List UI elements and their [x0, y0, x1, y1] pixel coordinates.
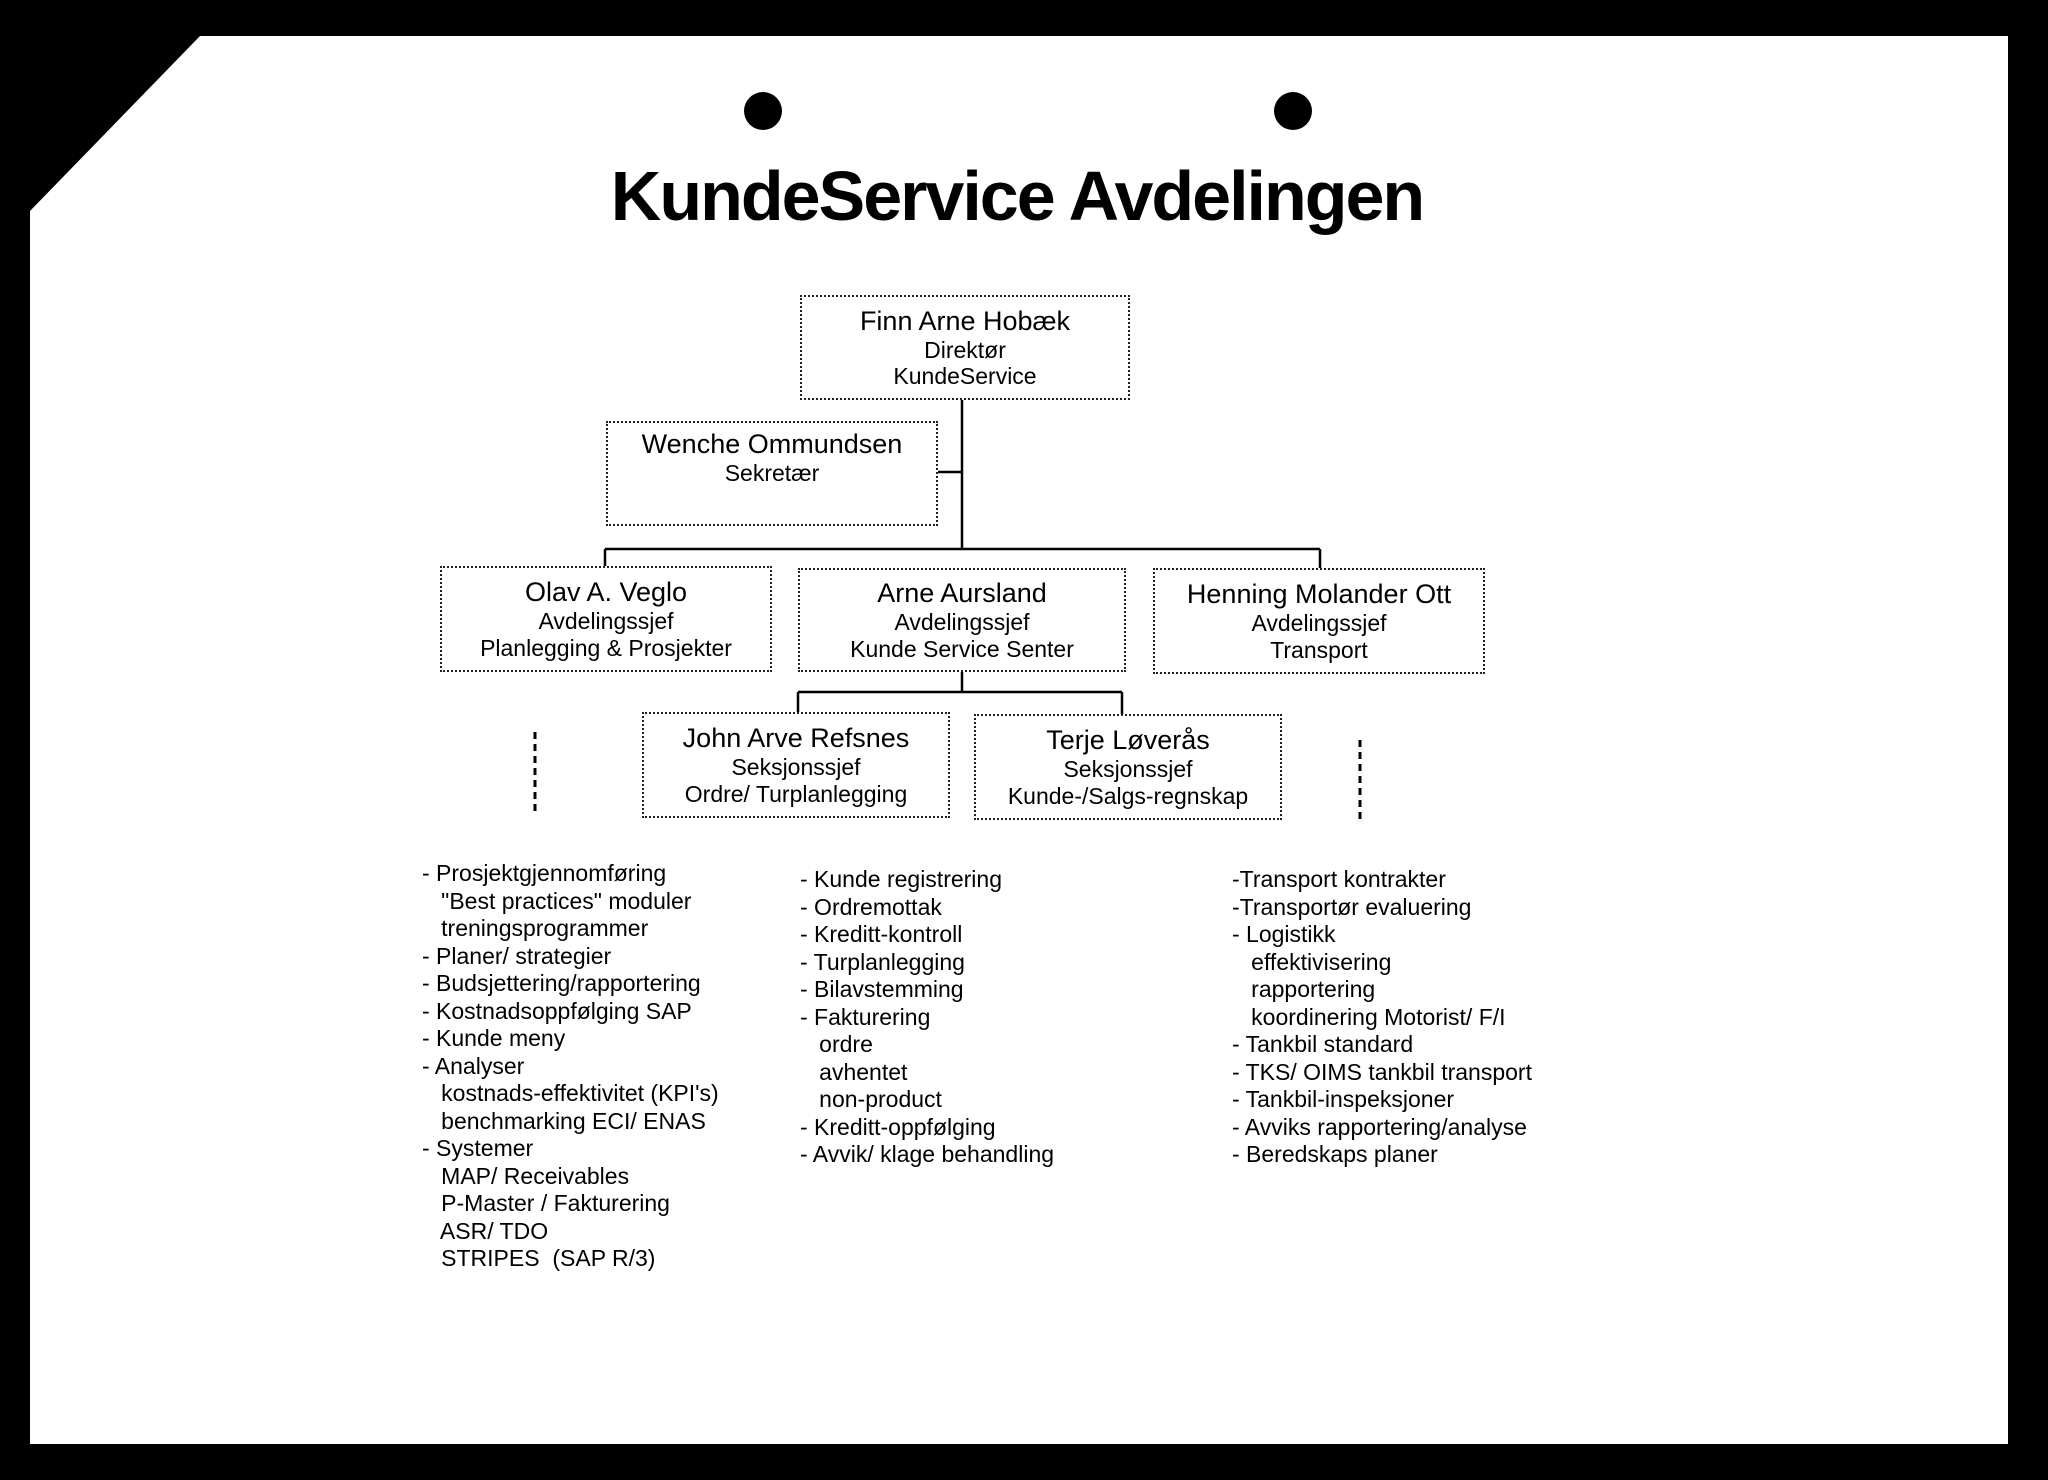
task-item: - Beredskaps planer — [1232, 1141, 1438, 1167]
head-dept: Planlegging & Prosjekter — [480, 634, 732, 661]
task-item: - Kunde registrering — [800, 866, 1002, 892]
document-page: KundeService Avdelingen Finn Arne Hobæk … — [30, 36, 2008, 1444]
task-item: - Budsjettering/rapportering — [422, 970, 701, 996]
task-item: - Kreditt-oppfølging — [800, 1113, 996, 1140]
task-item: - Kunde meny — [422, 1025, 566, 1051]
section-role: Seksjonssjef — [731, 754, 861, 781]
task-item: koordinering Motorist/ F/I — [1232, 1003, 1506, 1030]
task-item: - Prosjektgjennomføring — [422, 860, 667, 886]
director-box: Finn Arne Hobæk Direktør KundeService — [800, 295, 1130, 400]
task-item: - Kreditt-kontroll — [800, 921, 963, 947]
section-role: Seksjonssjef — [1063, 756, 1193, 783]
task-list-customer-service: - Kunde registrering- Ordremottak- Kredi… — [800, 866, 1054, 1169]
head-role: Avdelingssjef — [894, 609, 1030, 636]
task-item: STRIPES (SAP R/3) — [422, 1245, 656, 1271]
task-item: kostnads-effektivitet (KPI's) — [422, 1080, 719, 1106]
secretary-box: Wenche Ommundsen Sekretær — [606, 421, 938, 526]
task-item: - Logistikk — [1232, 921, 1336, 947]
task-item: - TKS/ OIMS tankbil transport — [1232, 1058, 1532, 1085]
task-item: - Bilavstemming — [800, 976, 964, 1002]
head-box-transport: Henning Molander Ott Avdelingssjef Trans… — [1153, 568, 1485, 674]
task-item: non-product — [800, 1086, 942, 1112]
secretary-name: Wenche Ommundsen — [641, 429, 903, 459]
task-item: - Ordremottak — [800, 893, 942, 920]
director-dept: KundeService — [893, 363, 1037, 390]
head-name: Henning Molander Ott — [1186, 579, 1452, 610]
task-item: - Planer/ strategier — [422, 942, 612, 969]
org-connector-lines — [533, 400, 1362, 822]
task-item: - Avviks rapportering/analyse — [1232, 1113, 1527, 1140]
head-name: Arne Aursland — [877, 578, 1047, 609]
head-role: Avdelingssjef — [538, 608, 674, 635]
task-item: - Tankbil-inspeksjoner — [1232, 1086, 1455, 1112]
page-title: KundeService Avdelingen — [610, 157, 1425, 235]
task-item: ASR/ TDO — [422, 1217, 549, 1244]
section-box-orders: John Arve Refsnes Seksjonssjef Ordre/ Tu… — [642, 712, 950, 818]
task-item: ordre — [800, 1031, 873, 1057]
head-dept: Kunde Service Senter — [850, 635, 1074, 662]
task-item: - Avvik/ klage behandling — [800, 1141, 1055, 1167]
director-name: Finn Arne Hobæk — [859, 305, 1071, 336]
task-item: -Transport kontrakter — [1232, 866, 1446, 892]
section-name: Terje Løverås — [1046, 725, 1210, 756]
task-item: avhentet — [800, 1058, 908, 1085]
section-box-accounts: Terje Løverås Seksjonssjef Kunde-/Salgs-… — [974, 714, 1282, 820]
task-item: - Fakturering — [800, 1003, 931, 1030]
head-name: Olav A. Veglo — [524, 577, 688, 608]
task-item: P-Master / Fakturering — [422, 1190, 670, 1216]
section-dept: Kunde-/Salgs-regnskap — [1007, 782, 1249, 809]
task-item: -Transportør evaluering — [1232, 893, 1472, 920]
task-item: - Analyser — [422, 1052, 525, 1079]
head-box-planning: Olav A. Veglo Avdelingssjef Planlegging … — [440, 566, 772, 672]
task-item: "Best practices" moduler — [422, 887, 692, 914]
task-item: MAP/ Receivables — [422, 1162, 630, 1189]
head-role: Avdelingssjef — [1251, 610, 1387, 637]
task-item: treningsprogrammer — [422, 915, 649, 941]
task-item: - Turplanlegging — [800, 948, 965, 975]
task-item: rapportering — [1232, 976, 1376, 1002]
task-list-transport: -Transport kontrakter-Transportør evalue… — [1232, 866, 1532, 1169]
secretary-role: Sekretær — [724, 460, 820, 487]
task-list-planning: - Prosjektgjennomføring "Best practices"… — [422, 860, 719, 1273]
section-name: John Arve Refsnes — [682, 723, 910, 754]
punch-hole-right — [1274, 92, 1312, 130]
director-role: Direktør — [924, 336, 1006, 363]
head-box-customer-service: Arne Aursland Avdelingssjef Kunde Servic… — [798, 568, 1126, 672]
task-item: - Tankbil standard — [1232, 1031, 1414, 1057]
task-item: benchmarking ECI/ ENAS — [422, 1107, 706, 1134]
head-dept: Transport — [1270, 636, 1368, 663]
section-dept: Ordre/ Turplanlegging — [684, 780, 908, 807]
task-item: - Kostnadsoppfølging SAP — [422, 997, 692, 1024]
task-item: effektivisering — [1232, 948, 1392, 975]
task-item: - Systemer — [422, 1135, 534, 1161]
punch-hole-left — [744, 92, 782, 130]
